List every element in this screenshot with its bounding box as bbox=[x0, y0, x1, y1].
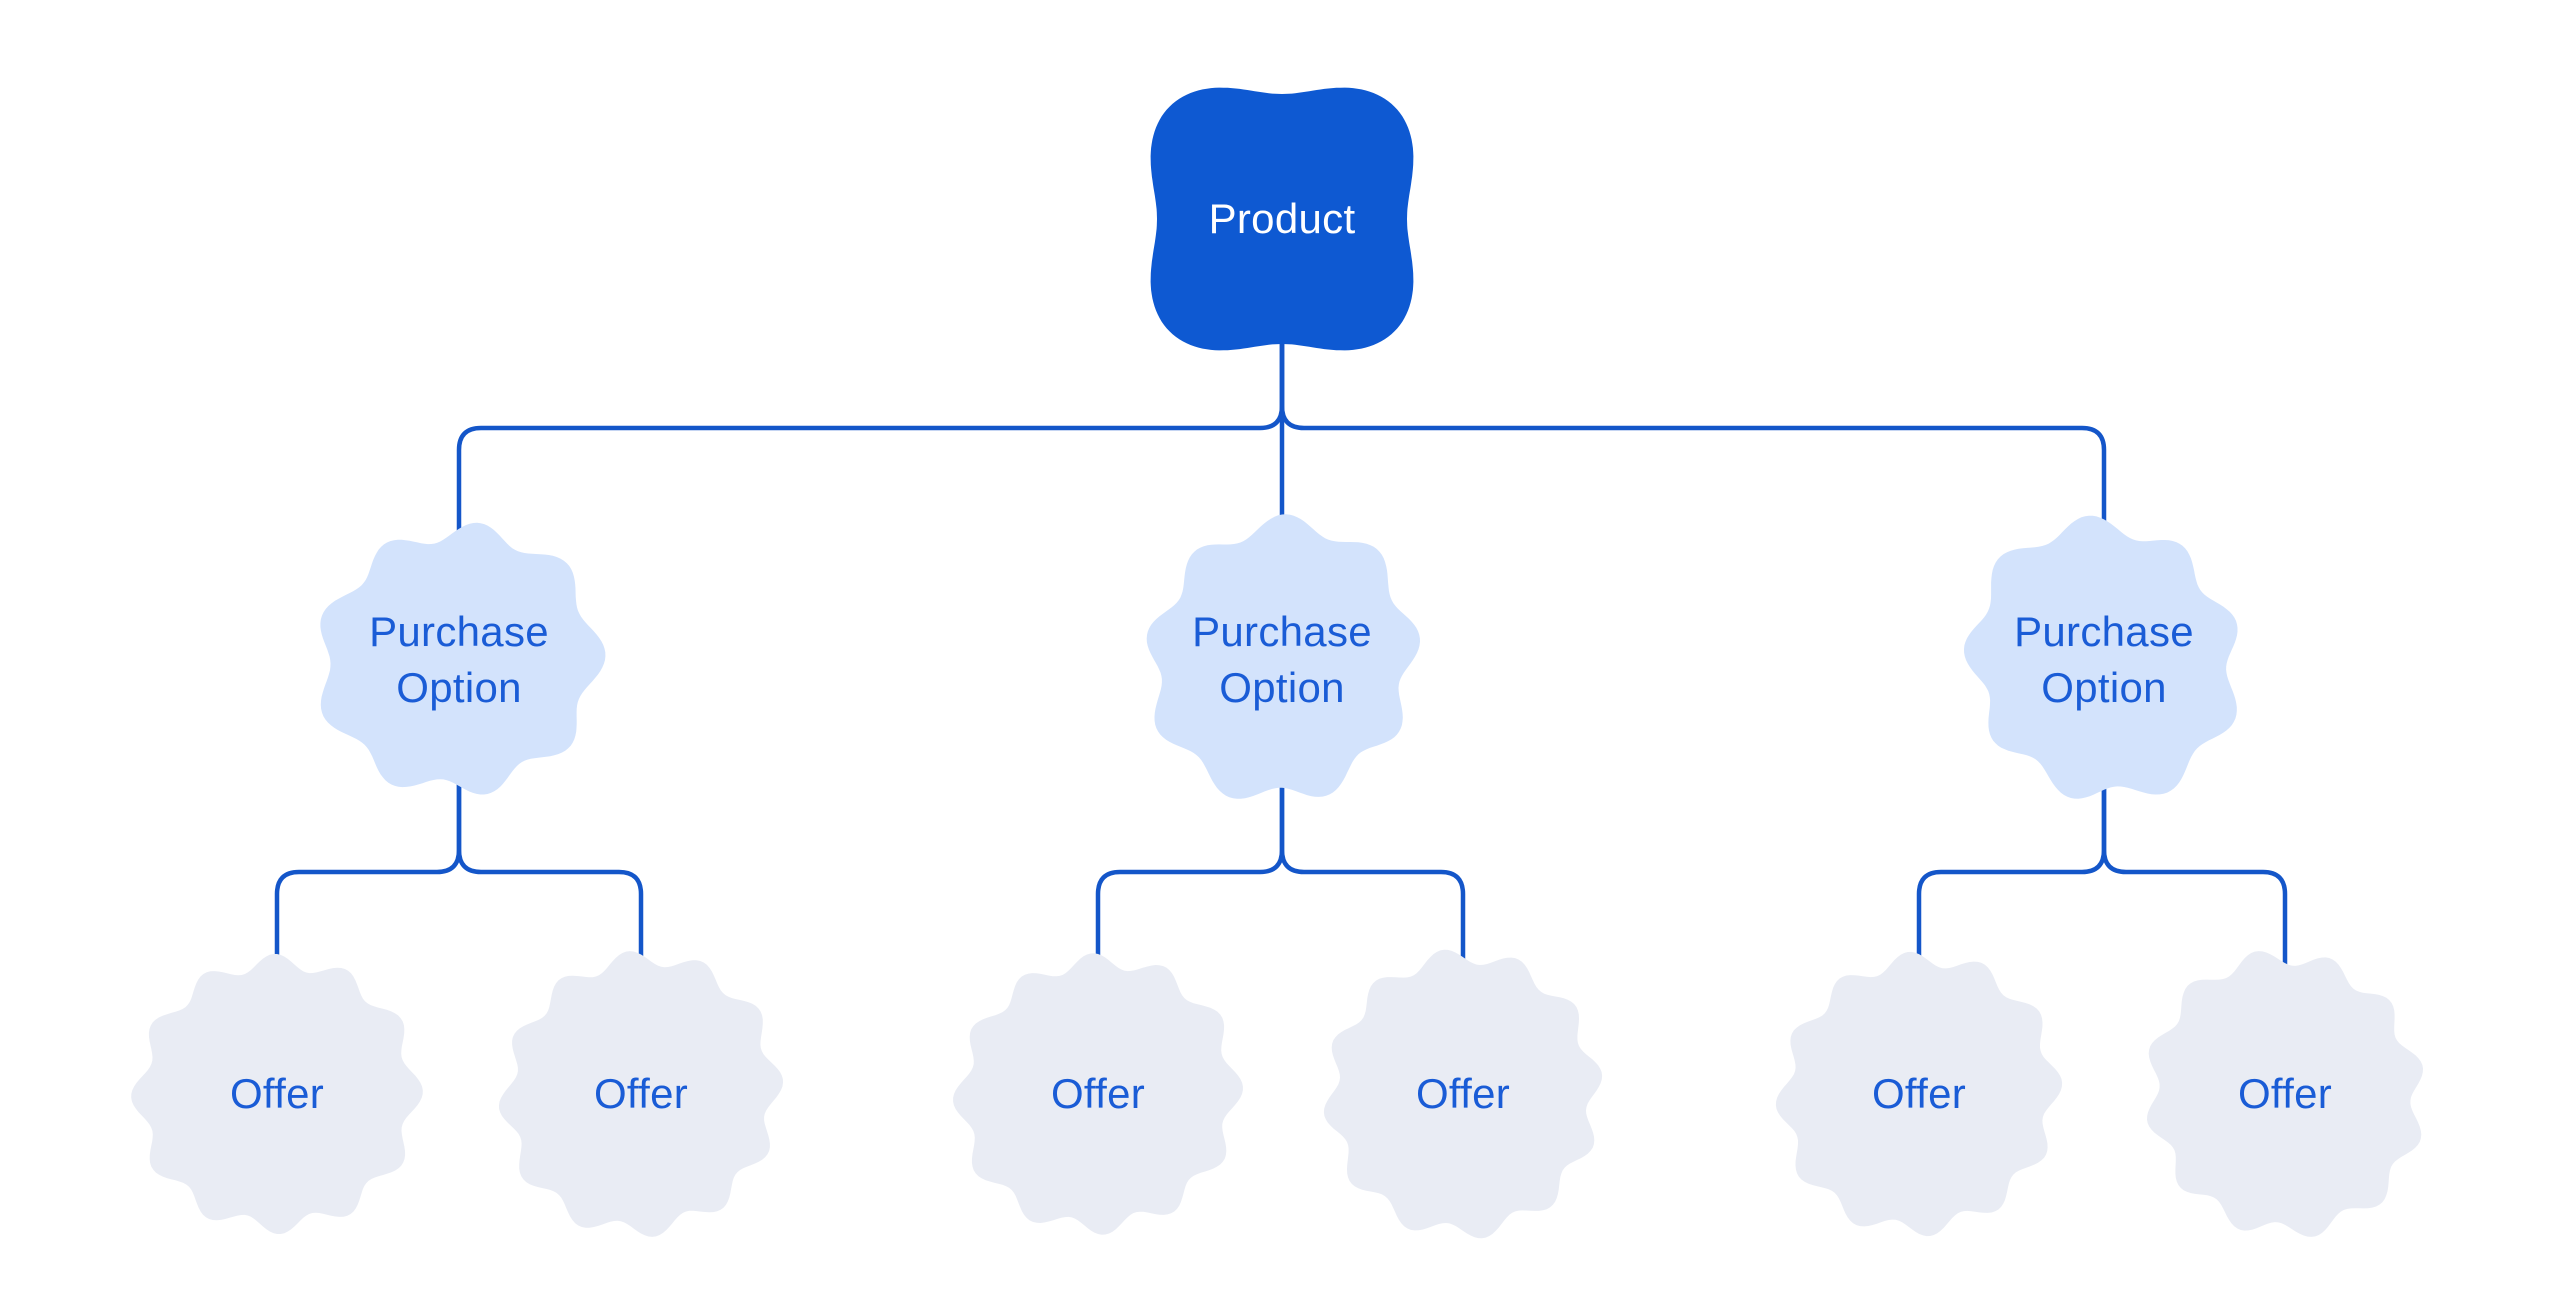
connector-line bbox=[274, 750, 462, 1010]
connector-line bbox=[2101, 750, 2288, 1010]
offer-node-shape bbox=[953, 953, 1243, 1235]
offer-node-shape bbox=[2147, 951, 2423, 1237]
purchase-option-node-label: Purchase Option bbox=[1192, 608, 1372, 711]
product-node-shape bbox=[1150, 87, 1414, 351]
offer-node-shape bbox=[131, 954, 423, 1234]
purchase-option-node-shape bbox=[320, 522, 606, 795]
purchase-option-node-shape bbox=[1146, 514, 1420, 799]
connector-line bbox=[1279, 750, 1466, 1010]
offer-node-label: Offer bbox=[1871, 1070, 1967, 1118]
connector-line bbox=[456, 300, 1285, 600]
offer-node-label: Offer bbox=[593, 1070, 689, 1118]
purchase-option-node-label: Purchase Option bbox=[2014, 608, 2194, 711]
offer-node-shape bbox=[1775, 951, 2063, 1237]
purchase-option-node-label: Purchase Option bbox=[369, 608, 549, 711]
offer-node-shape bbox=[499, 951, 783, 1237]
purchase-option-node-shape bbox=[1964, 515, 2238, 799]
connector-line bbox=[1279, 300, 2107, 600]
offer-node-shape bbox=[1323, 949, 1603, 1239]
offer-node-label: Offer bbox=[229, 1070, 325, 1118]
offer-node-label: Offer bbox=[1415, 1070, 1511, 1118]
offer-node-label: Offer bbox=[1050, 1070, 1146, 1118]
offer-node-label: Offer bbox=[2237, 1070, 2333, 1118]
connector-line bbox=[456, 750, 644, 1010]
product-node-label: Product bbox=[1208, 195, 1356, 243]
